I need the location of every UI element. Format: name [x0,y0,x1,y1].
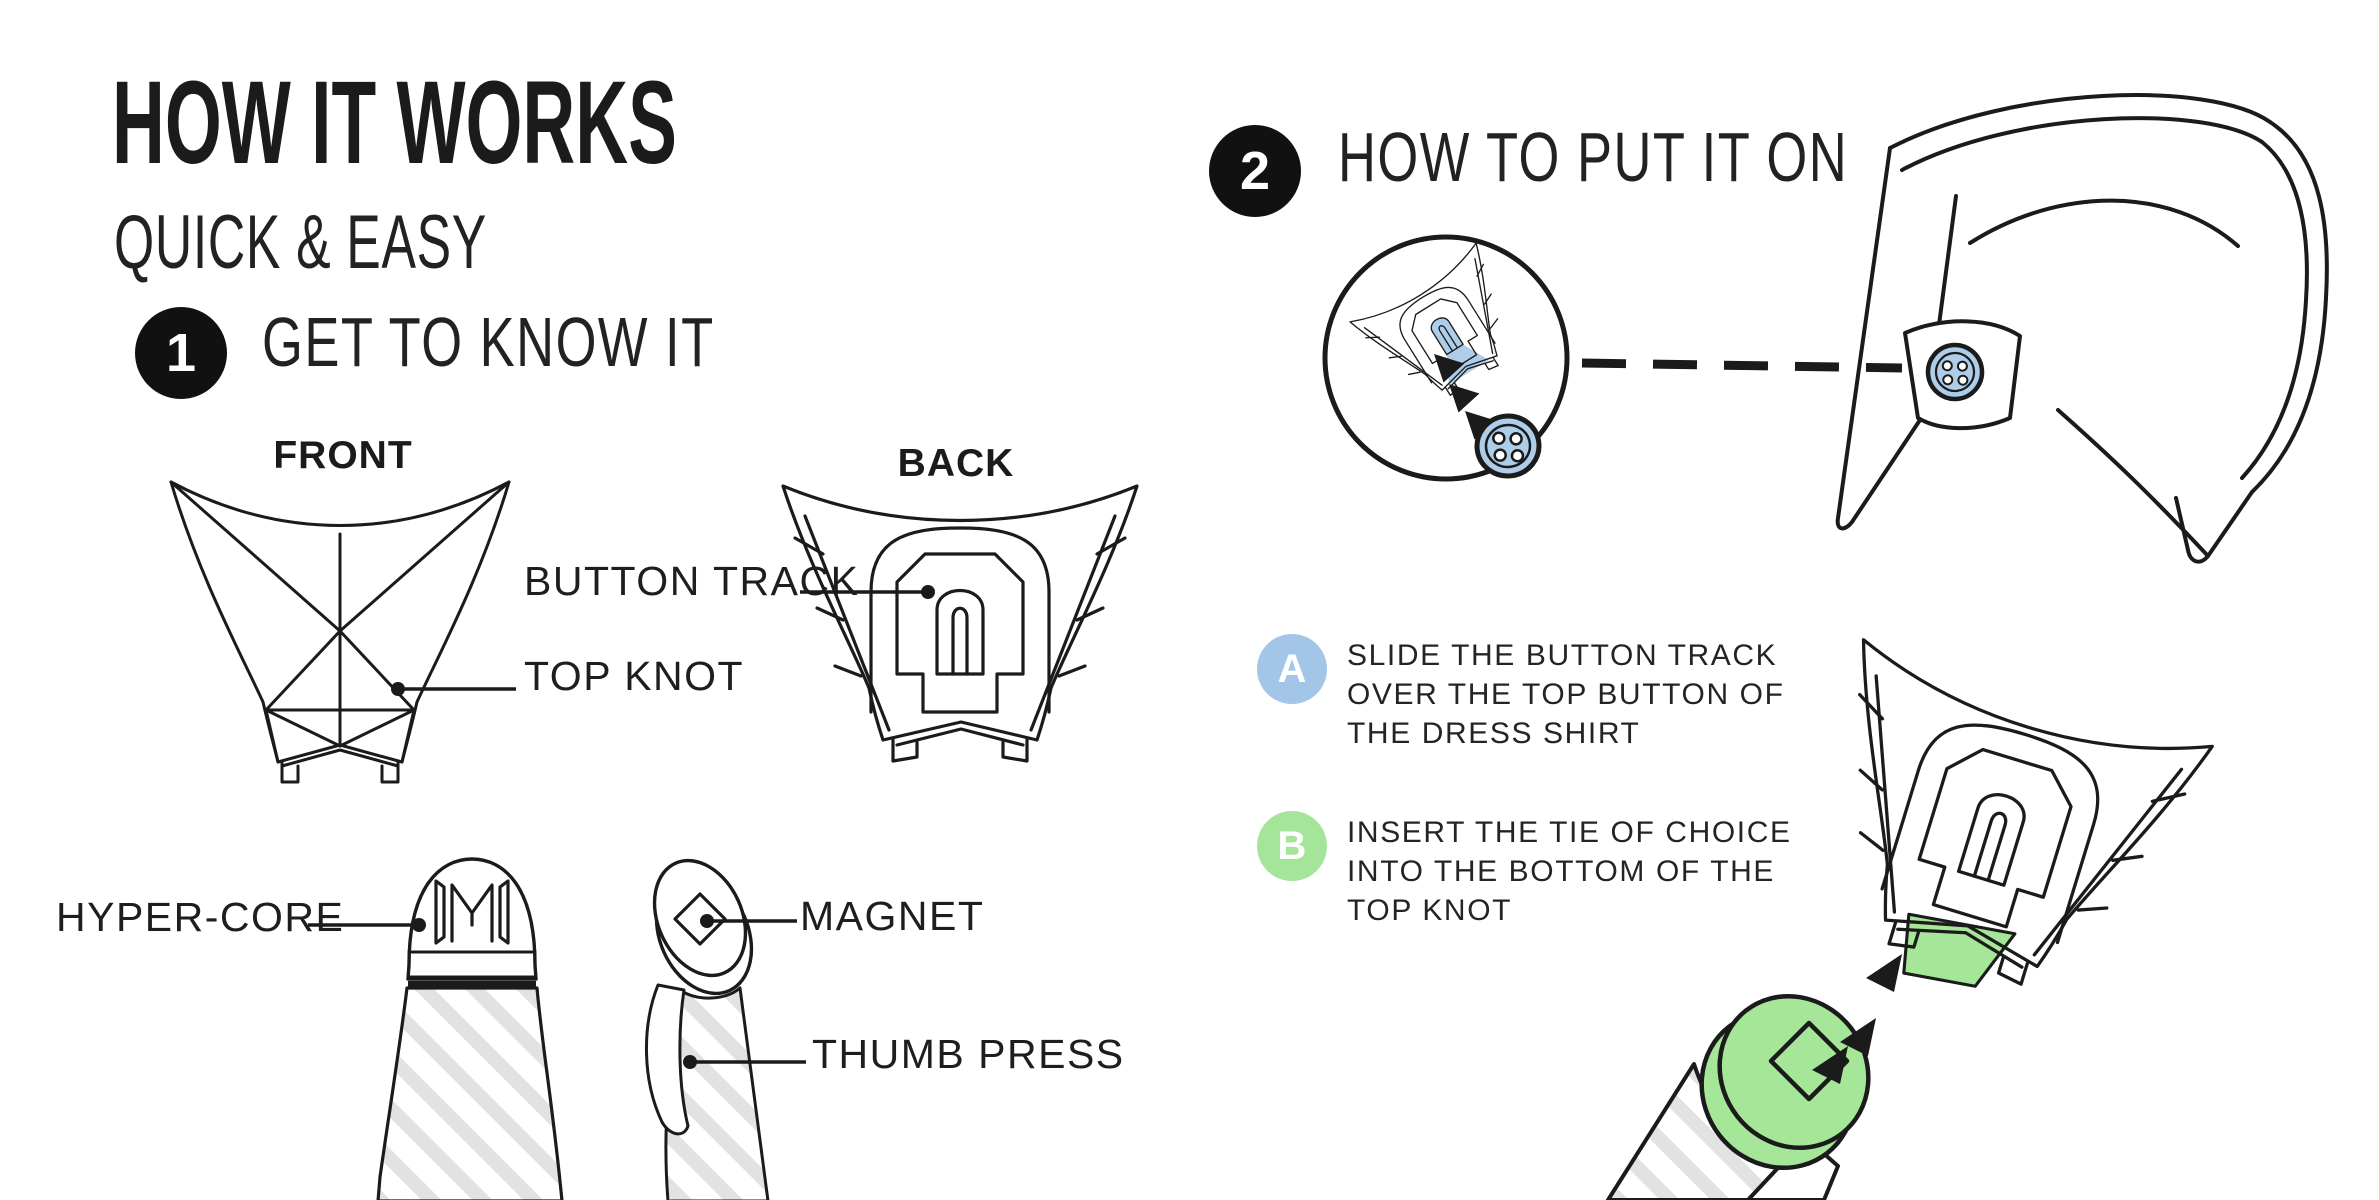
front-knot-diagram [169,480,511,784]
magnet-label: MAGNET [800,893,985,939]
section-1-number-badge: 1 [135,307,227,399]
step-a-line-3: THE DRESS SHIRT [1347,717,1641,750]
step-b-line-3: TOP KNOT [1347,894,1513,927]
shirt-button-icon [1474,413,1542,479]
step-b-line-2: INTO THE BOTTOM OF THE [1347,855,1776,888]
section-1-title: GET TO KNOW IT [262,303,715,381]
back-view-label: BACK [897,442,1015,485]
attach-tie-face [1717,993,1871,1151]
back-knot-lines [781,484,1139,763]
front-knot-lines [169,480,511,784]
page-subtitle: QUICK & EASY [114,200,487,285]
step-a-line-1: SLIDE THE BUTTON TRACK [1347,639,1778,672]
attach-tie-illustration [1606,638,2214,1200]
tie-front-striped-body [376,986,564,1200]
step-b-text: INSERT THE TIE OF CHOICE INTO THE BOTTOM… [1347,813,1792,930]
step-b-badge: B [1257,811,1327,881]
attach-magnet-diamond-icon [1768,1020,1850,1102]
button-track-highlight [1431,317,1489,385]
section-2-title: HOW TO PUT IT ON [1338,118,1849,196]
button-track-label: BUTTON TRACK [524,558,860,604]
section-1-number: 1 [165,323,197,383]
step-a-badge: A [1257,634,1327,704]
thumb-press-shape [644,983,690,1136]
step-a-text: SLIDE THE BUTTON TRACK OVER THE TOP BUTT… [1347,636,1785,753]
collar-illustration [1835,93,2329,564]
tie-front-illustration [376,857,564,1200]
page-title: HOW IT WORKS [112,57,677,189]
hyper-core-logo [434,879,510,945]
collar-outer-top [1888,93,2272,150]
step-b-letter: B [1277,823,1307,868]
section-2-number: 2 [1239,141,1271,201]
tie-side-illustration [644,858,770,1200]
step-b-line-1: INSERT THE TIE OF CHOICE [1347,816,1792,849]
step-a-line-2: OVER THE TOP BUTTON OF [1347,678,1785,711]
hyper-core-label: HYPER-CORE [56,894,345,940]
front-view-label: FRONT [273,434,413,477]
top-knot-label: TOP KNOT [524,653,745,699]
thumb-press-label: THUMB PRESS [812,1031,1125,1077]
section-2-number-badge: 2 [1209,125,1301,217]
back-knot-diagram [781,484,1139,763]
inset-circle-illustration [1322,234,1570,482]
collar-button-icon [1925,342,1985,402]
step-a-letter: A [1277,646,1307,691]
magnet-diamond-icon [673,892,727,946]
